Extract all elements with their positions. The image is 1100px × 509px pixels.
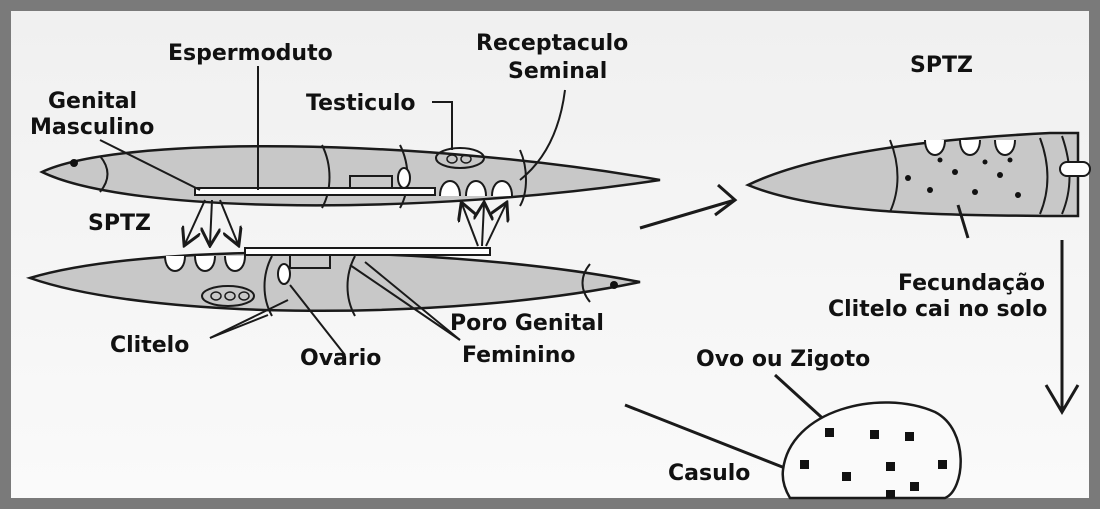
label-receptaculo: Receptaculo	[476, 31, 628, 56]
label-sptz-right: SPTZ	[910, 53, 973, 78]
label-genital: Genital	[48, 89, 137, 114]
label-clitelo: Clitelo	[110, 333, 189, 358]
label-sptz-left: SPTZ	[88, 211, 151, 236]
label-testiculo: Testiculo	[306, 91, 416, 116]
label-poro-genital: Poro Genital	[450, 311, 604, 336]
label-ovario: Ovario	[300, 346, 381, 371]
label-ovo-zigoto: Ovo ou Zigoto	[696, 347, 870, 372]
label-clitelo-cai: Clitelo cai no solo	[828, 297, 1047, 322]
label-casulo: Casulo	[668, 461, 750, 486]
label-fecundacao: Fecundação	[898, 271, 1045, 296]
leader-lines	[99, 66, 566, 356]
cocoon	[781, 401, 962, 500]
label-seminal: Seminal	[508, 59, 607, 84]
upper-worm	[39, 144, 661, 209]
process-arrows	[624, 183, 1080, 472]
label-espermoduto: Espermoduto	[168, 41, 333, 66]
label-masculino: Masculino	[30, 115, 154, 140]
fertilized-worm-fragment	[744, 131, 1091, 218]
label-feminino: Feminino	[462, 343, 576, 368]
sptz-transfer-arrows	[185, 200, 506, 246]
lower-worm	[25, 247, 641, 317]
